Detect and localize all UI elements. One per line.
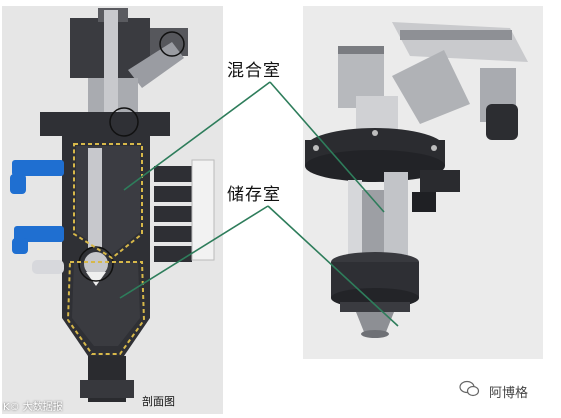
detail-circle-valve [78, 246, 114, 282]
blue-hose-upper [12, 160, 64, 176]
valve-stack [154, 159, 215, 262]
inner-pipe [88, 148, 102, 248]
section-caption: 剖面图 [142, 395, 175, 408]
outlet-flange [80, 380, 134, 398]
label-storage-chamber: 储存室 [227, 185, 281, 205]
watermark-right-text: 阿博格 [489, 386, 529, 401]
mount-collar [40, 112, 170, 136]
top-bracket [392, 22, 528, 62]
storage-highlight [66, 261, 146, 355]
mixing-highlight [73, 143, 143, 260]
detail-circle-top [159, 31, 185, 57]
chat-icon [459, 380, 480, 397]
guide-rod-left [348, 180, 362, 270]
nozzle [356, 312, 394, 332]
leader-mix-left [123, 81, 271, 191]
leader-lines [119, 81, 399, 327]
detail-circle-middle [109, 107, 139, 137]
blue-hose-upper-elbow [10, 174, 26, 194]
watermark-left: K© 大数据报 [3, 402, 63, 413]
mixing-tube [362, 190, 384, 260]
watermark-right: 阿博格 [467, 382, 528, 401]
valve-cone [86, 272, 106, 286]
leader-mix-right [269, 81, 385, 213]
feed-arm [392, 50, 470, 124]
blue-hose-lower-elbow [12, 238, 28, 254]
feed-pipe [128, 42, 184, 88]
leader-store-left [119, 205, 269, 299]
side-valve [420, 170, 460, 192]
storage-cavity [72, 262, 140, 346]
valve-ball [84, 252, 108, 276]
cross-section-machine [10, 8, 215, 402]
blue-hose-lower [14, 226, 64, 242]
leader-store-right [267, 205, 399, 327]
motor-cap [486, 104, 518, 140]
grey-side-pipe [32, 260, 64, 274]
mixer-render [305, 22, 528, 338]
label-mixing-chamber: 混合室 [227, 61, 281, 81]
